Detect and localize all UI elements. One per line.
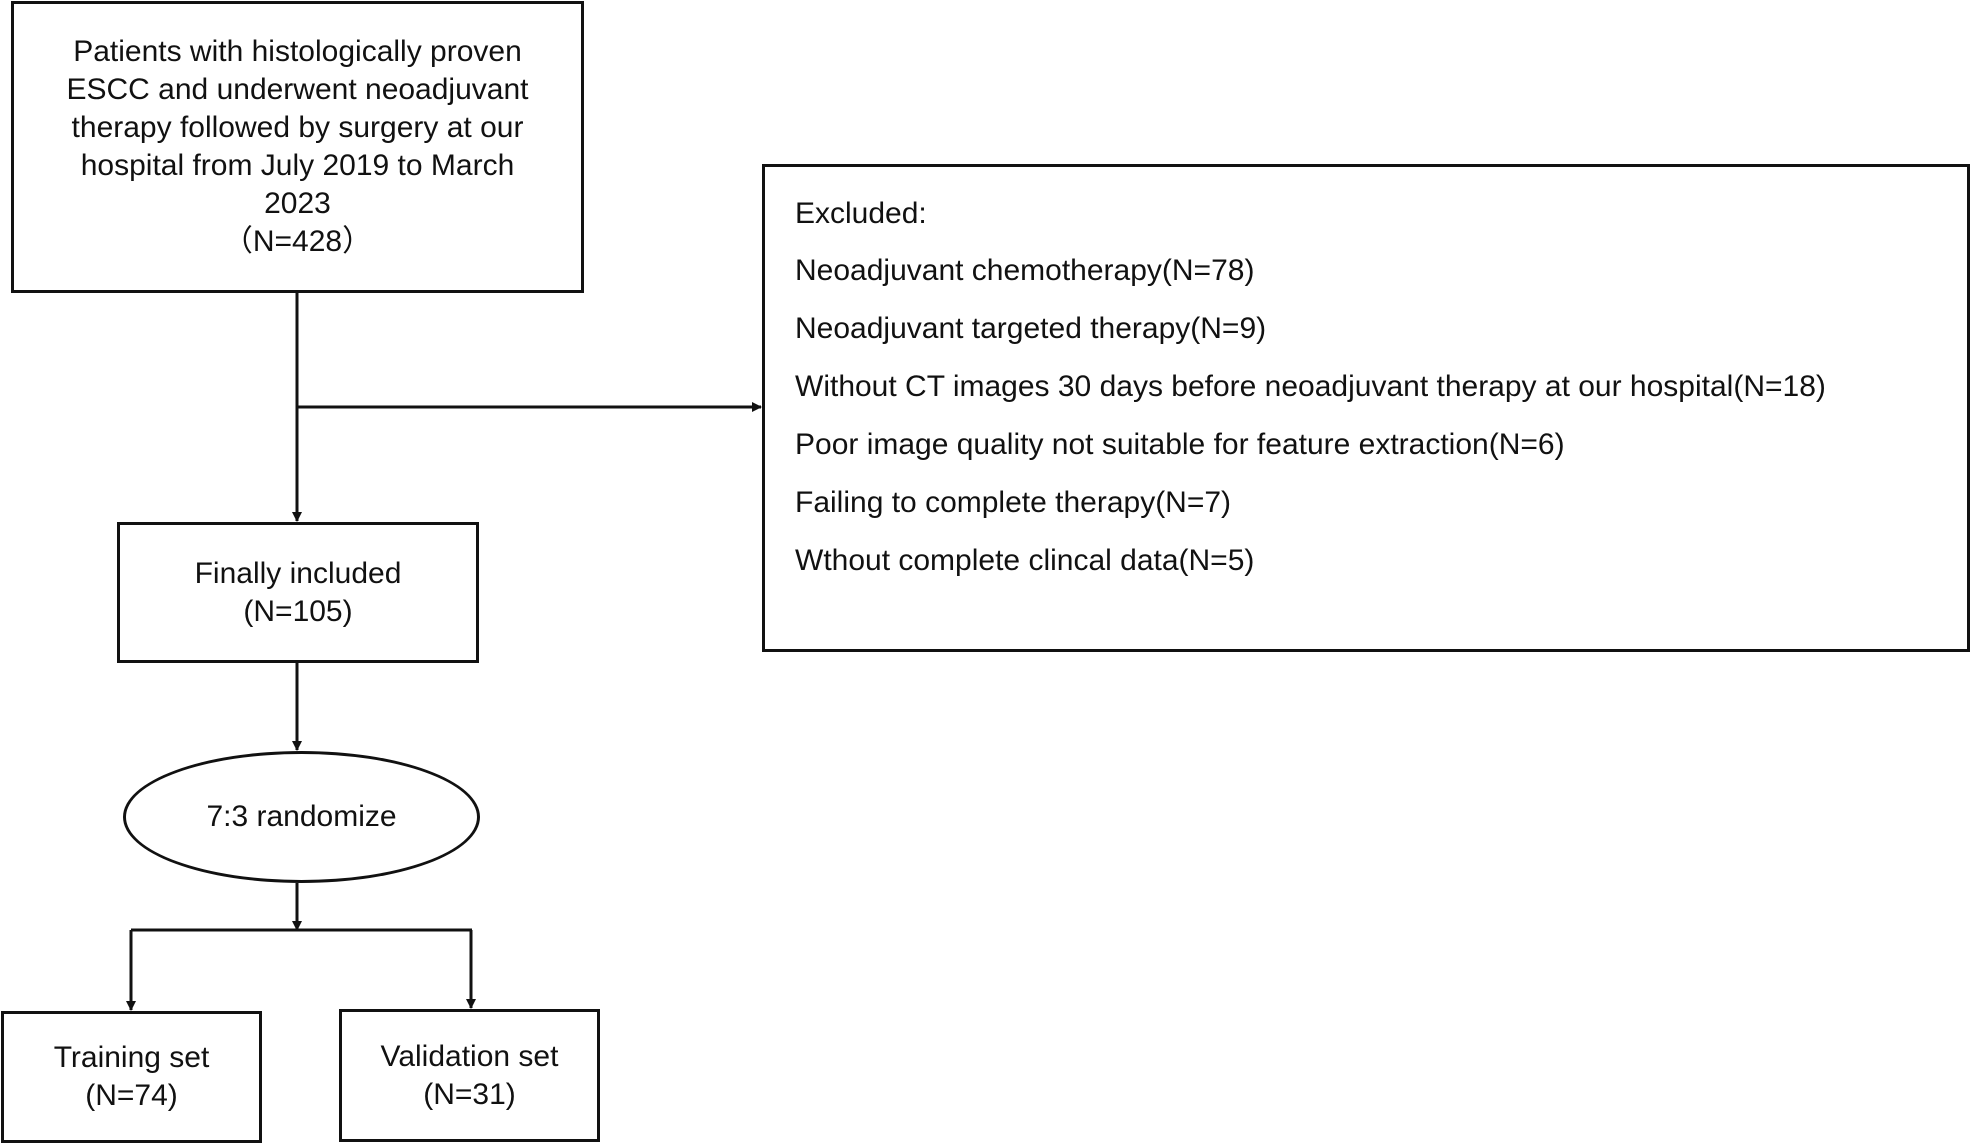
- excluded-item: Without CT images 30 days before neoadju…: [795, 370, 1826, 403]
- excluded-item: Neoadjuvant targeted therapy(N=9): [795, 312, 1267, 345]
- finally-included-box: Finally included (N=105): [117, 522, 479, 663]
- patients-enrolled-box: Patients with histologically proven ESCC…: [11, 1, 584, 293]
- patients-line: ESCC and underwent neoadjuvant: [66, 73, 529, 106]
- validation-set-box: Validation set (N=31): [339, 1009, 600, 1142]
- excluded-title: Excluded:: [795, 197, 927, 230]
- randomize-label: 7:3 randomize: [206, 800, 397, 833]
- patients-line: hospital from July 2019 to March: [80, 149, 515, 182]
- randomize-ellipse: 7:3 randomize: [123, 751, 480, 883]
- patients-line: Patients with histologically proven: [73, 35, 522, 68]
- excluded-item: Poor image quality not suitable for feat…: [795, 428, 1565, 461]
- training-set-box: Training set (N=74): [1, 1011, 262, 1143]
- excluded-item: Neoadjuvant chemotherapy(N=78): [795, 254, 1255, 287]
- excluded-item: Failing to complete therapy(N=7): [795, 486, 1232, 519]
- validation-label: Validation set: [380, 1039, 559, 1073]
- included-label: Finally included: [194, 556, 402, 590]
- training-count: (N=74): [85, 1079, 178, 1112]
- validation-count: (N=31): [423, 1077, 516, 1111]
- patients-line: 2023: [264, 187, 331, 220]
- excluded-item: Wthout complete clincal data(N=5): [795, 544, 1255, 577]
- training-label: Training set: [53, 1041, 210, 1074]
- included-count: (N=105): [243, 594, 353, 628]
- patients-count: （N=428）: [222, 225, 373, 258]
- patients-line: therapy followed by surgery at our: [71, 111, 524, 144]
- excluded-box: Excluded: Neoadjuvant chemotherapy(N=78)…: [762, 164, 1970, 652]
